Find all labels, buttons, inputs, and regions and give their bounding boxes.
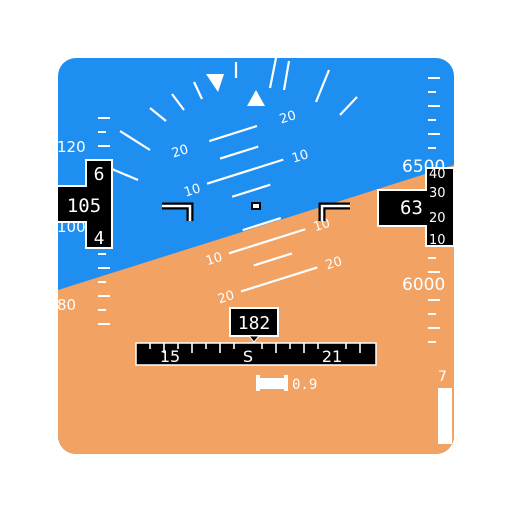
heading-scale (135, 342, 377, 366)
roll-index-pointer (206, 74, 224, 92)
altitude-readout-box (377, 167, 454, 247)
vsi-label: 7 (438, 369, 447, 385)
pitch-down-label: 10 (312, 216, 332, 235)
heading-indicator: 182 15 S 21 (135, 307, 377, 366)
speed-readout-box (58, 159, 113, 249)
altitude-drum-digit: 30 (429, 186, 446, 201)
altitude-drum-digit: 40 (429, 167, 446, 182)
speed-readout-top: 6 (94, 164, 105, 185)
altitude-readout-main: 63 (400, 197, 423, 219)
pitch-up-label: 10 (182, 181, 202, 200)
heading-bug-value: 182 (238, 313, 271, 334)
altitude-drum-digit: 10 (429, 233, 446, 248)
vertical-speed-indicator: 7 (438, 369, 452, 444)
altitude-tape: 6500 6000 63 40 30 20 10 (377, 77, 454, 343)
pitch-down-label: 20 (324, 254, 344, 273)
pitch-up-label: 20 (278, 108, 298, 127)
speed-tape: 120 100 80 6 105 4 (57, 117, 113, 325)
speed-tick-label: 80 (57, 296, 76, 314)
altitude-drum-digit: 20 (429, 211, 446, 226)
speed-tick-label: 120 (57, 138, 86, 156)
altitude-tick-label: 6000 (402, 275, 445, 295)
aircraft-symbol (162, 202, 350, 221)
heading-scale-label: 15 (160, 347, 180, 366)
pitch-down-label: 20 (216, 288, 236, 307)
pitch-ladder: 10 10 20 20 10 10 20 20 (170, 108, 344, 307)
pitch-down-label: 10 (204, 250, 224, 269)
pitch-up-label: 10 (290, 147, 310, 166)
roll-current-pointer (247, 90, 265, 106)
slip-value: 0.9 (292, 377, 317, 393)
heading-scale-label: S (243, 347, 253, 366)
speed-readout-bottom: 4 (94, 228, 105, 249)
heading-scale-label: 21 (322, 347, 342, 366)
pitch-up-label: 20 (170, 142, 190, 161)
speed-readout-main: 105 (67, 195, 101, 217)
slip-indicator: 0.9 (256, 375, 317, 393)
